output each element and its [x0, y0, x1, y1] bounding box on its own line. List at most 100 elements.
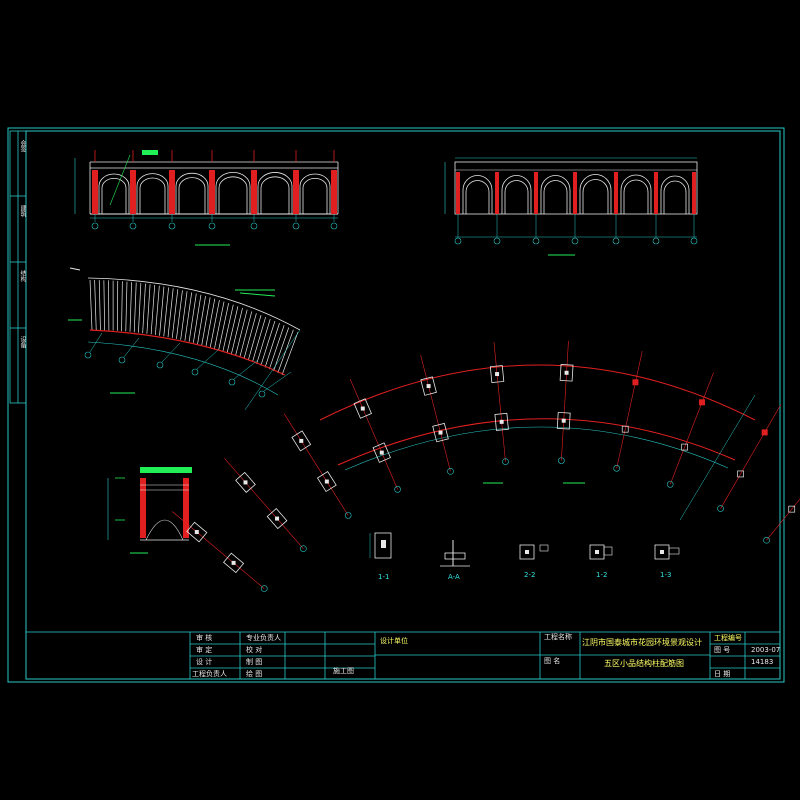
axis-line: [679, 394, 756, 521]
column-detail: [559, 364, 574, 382]
slat: [209, 300, 220, 348]
axis-bubble: [260, 585, 268, 592]
slat: [150, 285, 156, 335]
arch: [302, 178, 328, 214]
slat: [239, 311, 253, 358]
radial-line: [172, 511, 265, 589]
radial-line: [669, 372, 714, 485]
arch: [218, 176, 248, 214]
column-detail: [420, 376, 437, 396]
slat: [214, 301, 225, 349]
slat: [222, 304, 234, 352]
tb-label-6: 工程负责人: [192, 670, 227, 678]
title-block: [25, 631, 781, 680]
slat: [98, 280, 101, 331]
tb-right-2: 日 期: [714, 670, 731, 678]
slat: [281, 331, 299, 376]
slat: [184, 292, 193, 341]
side-label-1: 建筑: [19, 205, 26, 217]
slat: [129, 282, 132, 332]
slat: [167, 288, 174, 338]
pergola-plan: [68, 267, 301, 411]
tb-right-1: 图 号: [714, 646, 731, 654]
slat: [230, 307, 243, 355]
slat: [269, 325, 285, 370]
axis-line: [123, 337, 140, 358]
column-core: [194, 530, 199, 535]
arch: [136, 173, 169, 214]
axis-line: [196, 349, 219, 370]
slat: [273, 327, 290, 372]
arch: [178, 177, 206, 214]
slat: [154, 285, 160, 336]
axis-bubble: [228, 378, 236, 386]
column-detail: [291, 430, 312, 452]
column-core: [379, 450, 384, 455]
tb-code: 2003-07: [751, 646, 781, 654]
column-detail: [316, 471, 337, 493]
tb-label-0: 审 核: [196, 634, 213, 642]
column: [251, 170, 257, 214]
axis-bubble: [454, 237, 462, 245]
arch: [501, 175, 532, 214]
tb-right-0: 工程编号: [714, 634, 742, 642]
column: [788, 505, 796, 513]
arch: [543, 180, 568, 214]
column-core: [324, 479, 329, 484]
axis-bubble: [394, 486, 401, 493]
column-core: [360, 406, 365, 411]
column-detail: [186, 521, 208, 543]
slat: [171, 289, 179, 339]
tb-stage: 施工图: [333, 667, 354, 675]
slat: [89, 279, 93, 331]
inner-frame: [25, 130, 781, 680]
detail-2: [440, 540, 470, 567]
tb-drawing-label: 图 名: [544, 657, 561, 665]
axis-bubble: [208, 222, 216, 230]
tb-drawing-title: 五区小品结构柱配筋图: [604, 659, 684, 668]
column-core: [499, 419, 504, 424]
column-core: [275, 516, 280, 521]
column: [692, 172, 696, 214]
tb-label-3: 校 对: [246, 646, 263, 654]
column-detail: [489, 365, 505, 384]
column-detail: [223, 552, 245, 574]
column: [737, 470, 744, 478]
axis-bubble: [118, 356, 126, 364]
column: [699, 399, 706, 406]
slat: [218, 303, 230, 351]
slat: [260, 320, 276, 366]
tb-label-4: 设 计: [196, 658, 213, 666]
axis-line: [244, 329, 301, 411]
slat: [125, 281, 128, 332]
axis-bubble: [502, 458, 509, 465]
slat: [163, 287, 169, 337]
slat: [142, 283, 146, 334]
slat: [103, 280, 106, 331]
arch: [260, 176, 290, 214]
axis-line: [161, 342, 181, 363]
radial-line: [283, 413, 349, 516]
radial-line: [493, 342, 506, 462]
axis-bubble: [532, 237, 540, 245]
axis-line: [89, 332, 103, 353]
axis-bubble: [652, 237, 660, 245]
section-detail: [107, 467, 192, 554]
column: [621, 425, 629, 433]
column-layout-plan: [172, 340, 800, 592]
tb-label-5: 制 图: [246, 658, 263, 666]
elevation-left: [74, 150, 339, 246]
column: [681, 443, 688, 451]
axis-bubble: [666, 481, 674, 488]
arch: [504, 180, 529, 214]
column: [456, 172, 460, 214]
axis-bubble: [613, 464, 620, 472]
radial-line: [349, 379, 398, 490]
axis-bubble: [717, 505, 724, 512]
column: [209, 170, 215, 214]
axis-bubble: [191, 368, 199, 376]
axis-bubble: [330, 222, 338, 230]
arch: [663, 180, 687, 214]
column-core: [564, 370, 569, 375]
radial-line: [766, 498, 800, 541]
